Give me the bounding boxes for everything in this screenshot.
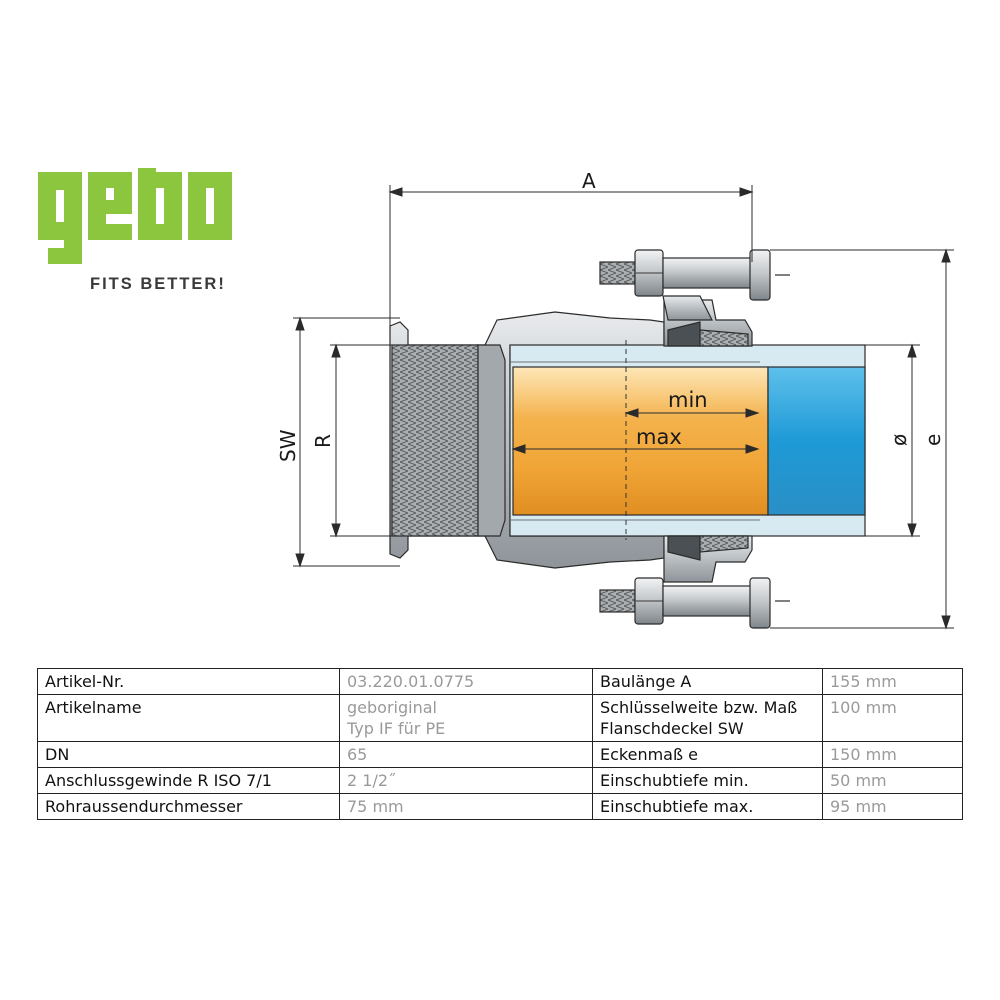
pipe-insert-zone — [512, 366, 769, 516]
spec-label-text: Einschubtiefe min. — [600, 771, 749, 790]
spec-value-text: 03.220.01.0775 — [347, 672, 475, 691]
fitting-body — [389, 311, 665, 569]
spec-label: Anschlussgewinde R ISO 7/1 — [37, 767, 340, 794]
spec-label: Einschubtiefe max. — [592, 793, 823, 820]
spec-label: Artikel-Nr. — [37, 668, 340, 695]
spec-label-text: Artikel-Nr. — [45, 672, 125, 691]
spec-label-text: Rohraussendurchmesser — [45, 797, 243, 816]
spec-row: Artikel-Nr. 03.220.01.0775 Baulänge A 155 m… — [37, 668, 963, 695]
label-max: max — [636, 425, 682, 449]
fitting-section-drawing: A SW R min max ø e — [276, 169, 954, 630]
spec-row: DN 65 Eckenmaß e 150 mm — [37, 741, 963, 768]
spec-label-text: Anschlussgewinde R ISO 7/1 — [45, 771, 272, 790]
bolt-bottom — [599, 577, 790, 629]
spec-label: Rohraussendurchmesser — [37, 793, 340, 820]
spec-value: 100 mm — [822, 694, 963, 742]
label-e: e — [921, 434, 945, 446]
label-SW: SW — [276, 429, 300, 462]
spec-value: 03.220.01.0775 — [339, 668, 593, 695]
spec-label-text: Flanschdeckel SW — [600, 719, 744, 738]
spec-value: 95 mm — [822, 793, 963, 820]
spec-row: Anschlussgewinde R ISO 7/1 2 1/2˝ Einschub… — [37, 767, 963, 794]
spec-row: Rohraussendurchmesser 75 mm Einschubtiefe … — [37, 793, 963, 820]
spec-label-text: Artikelname — [45, 698, 142, 717]
spec-value: 50 mm — [822, 767, 963, 794]
gebo-logo: FITS BETTER! — [38, 168, 232, 293]
spec-label-text: Schlüsselweite bzw. Maß — [600, 698, 798, 717]
spec-value-text: 65 — [347, 745, 368, 764]
spec-label-text: Einschubtiefe max. — [600, 797, 754, 816]
spec-value-text: geboriginal — [347, 698, 437, 717]
label-diameter: ø — [887, 434, 911, 446]
spec-value-text: 50 mm — [830, 771, 887, 790]
spec-value-text: 150 mm — [830, 745, 897, 764]
spec-value: 75 mm — [339, 793, 593, 820]
spec-label-text: DN — [45, 745, 70, 764]
label-R: R — [311, 434, 335, 448]
pipe-blue-core — [767, 366, 866, 516]
spec-table: Artikel-Nr. 03.220.01.0775 Baulänge A 155 m… — [37, 668, 963, 820]
spec-value: 2 1/2˝ — [339, 767, 593, 794]
spec-value-text: 2 1/2˝ — [347, 771, 397, 790]
spec-value-text: 95 mm — [830, 797, 887, 816]
label-A: A — [582, 169, 596, 193]
logo-tagline: FITS BETTER! — [90, 275, 226, 293]
dimension-lines — [293, 185, 954, 630]
spec-label-text: Eckenmaß e — [600, 745, 698, 764]
spec-value: 155 mm — [822, 668, 963, 695]
spec-label: Baulänge A — [592, 668, 823, 695]
spec-label-text: Baulänge A — [600, 672, 692, 691]
bolt-top — [599, 249, 790, 321]
spec-value-text: 155 mm — [830, 672, 897, 691]
spec-label: DN — [37, 741, 340, 768]
spec-value: 65 — [339, 741, 593, 768]
spec-label: Einschubtiefe min. — [592, 767, 823, 794]
spec-value-text: Typ IF für PE — [347, 719, 446, 738]
spec-label: Eckenmaß e — [592, 741, 823, 768]
label-min: min — [668, 388, 708, 412]
pe-pipe — [509, 344, 866, 537]
spec-label: Artikelname — [37, 694, 340, 742]
spec-value: 150 mm — [822, 741, 963, 768]
thread-section — [391, 344, 479, 537]
gebo-wordmark — [38, 168, 232, 264]
spec-table-body: Artikel-Nr. 03.220.01.0775 Baulänge A 155 m… — [37, 668, 963, 820]
spec-value-text: 100 mm — [830, 698, 897, 717]
spec-value-text: 75 mm — [347, 797, 404, 816]
